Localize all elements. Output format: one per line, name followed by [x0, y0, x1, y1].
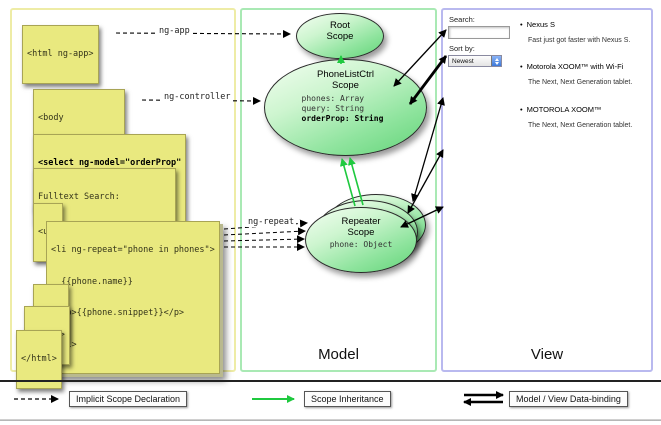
code-line: <li ng-repeat="phone in phones">: [51, 245, 215, 255]
scope-prop: query: String: [301, 104, 365, 113]
phone-item-title: Motorola XOOM™ with Wi-Fi: [520, 62, 624, 71]
select-stepper-icon: [491, 56, 501, 66]
search-input[interactable]: [448, 26, 510, 39]
view-column-label: View: [530, 346, 564, 363]
sort-label: Sort by:: [449, 44, 475, 53]
root-scope-title: Root Scope: [326, 20, 354, 42]
scope-prop: orderProp: String: [301, 114, 384, 123]
repeater-scope-title: Repeater Scope: [341, 216, 381, 238]
code-line: </html>: [21, 354, 57, 364]
legend-scope-inheritance: Scope Inheritance: [304, 391, 391, 407]
phone-item-title: MOTOROLA XOOM™: [520, 105, 602, 114]
phone-item-snippet: The Next, Next Generation tablet.: [528, 122, 633, 129]
code-line: <body: [38, 113, 64, 123]
sort-select-value: Newest: [452, 57, 474, 65]
code-line: <html ng-app>: [27, 49, 94, 59]
code-line: <select ng-model="orderProp": [38, 158, 182, 168]
search-label: Search:: [449, 15, 475, 24]
repeater-scope-ellipse: Repeater Scope phone: Object: [305, 207, 417, 273]
code-line: Fulltext Search:: [38, 192, 120, 202]
phone-item-snippet: Fast just got faster with Nexus S.: [528, 37, 631, 44]
ng-controller-label: ng-controller: [162, 92, 233, 102]
code-html-close: </html>: [16, 330, 62, 389]
scope-prop: phone: Object: [329, 240, 393, 249]
code-line: </li>: [51, 340, 215, 351]
ng-app-label: ng-app: [157, 26, 192, 36]
code-li-ng-repeat: <li ng-repeat="phone in phones"> {{phone…: [46, 221, 220, 374]
phone-item-snippet: The Next, Next Generation tablet.: [528, 79, 633, 86]
code-line: <p>{{phone.snippet}}</p>: [51, 308, 185, 318]
scope-prop: phones: Array: [301, 94, 365, 103]
code-html-open: <html ng-app>: [22, 25, 99, 84]
root-scope-ellipse: Root Scope: [296, 13, 384, 59]
model-column-label: Model: [318, 346, 359, 363]
phone-item-title: Nexus S: [520, 20, 555, 29]
legend-model-view-databinding: Model / View Data-binding: [509, 391, 628, 407]
phonelistctrl-scope-ellipse: PhoneListCtrl Scope phones: Array query:…: [264, 59, 427, 156]
bottom-edge-line: [0, 419, 661, 421]
phonelistctrl-scope-title: PhoneListCtrl Scope: [316, 69, 375, 91]
sort-select[interactable]: Newest: [448, 55, 502, 67]
legend-divider: [0, 380, 661, 382]
legend-implicit-scope-declaration: Implicit Scope Declaration: [69, 391, 188, 407]
ng-repeat-label: ng-repeat: [246, 217, 297, 227]
code-line: {{phone.name}}: [51, 276, 133, 287]
